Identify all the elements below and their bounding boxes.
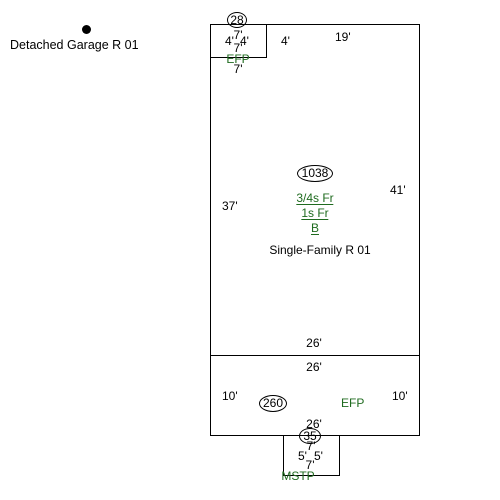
house-dim-right: 41' [390, 183, 406, 197]
garage-marker-icon [82, 25, 91, 34]
porch-top-dim-right: 4' [240, 34, 249, 48]
house-dim-top-right: 19' [335, 30, 351, 44]
house-dim-bottom: 26' [306, 336, 322, 350]
house-dim-top-left: 4' [281, 34, 290, 48]
porch-bottom-dim-left: 10' [222, 389, 238, 403]
garage-label: Detached Garage R 01 [10, 38, 139, 52]
house-area: 1038 [297, 165, 333, 182]
porch-bottom-area: 260 [259, 395, 287, 412]
porch-top-dim-left: 4' [225, 34, 234, 48]
porch-top-dim-top: 7' [233, 28, 243, 42]
porch-bottom-dim-top: 26' [306, 360, 322, 374]
porch-top-dim-bottom: 7' [233, 62, 243, 76]
house-code-upper: 3/4s Fr [296, 191, 334, 205]
steps-label: MSTP [281, 469, 315, 483]
steps-dim-top: 7' [306, 439, 316, 453]
porch-bottom-label: EFP [341, 396, 365, 410]
porch-top-area: 28 [227, 12, 247, 28]
steps-dim-left: 5' [298, 449, 307, 463]
steps-dim-right: 5' [314, 449, 323, 463]
porch-bottom-dim-right: 10' [392, 389, 408, 403]
house-code-ground: 1s Fr [301, 206, 329, 220]
porch-top-dim-inner: 7' [233, 41, 243, 55]
steps-dim-bottom: 7' [305, 458, 315, 472]
house-code-basement: B [310, 221, 320, 235]
house-label: Single-Family R 01 [269, 243, 371, 257]
house-dim-left: 37' [222, 199, 238, 213]
porch-bottom-dim-bottom: 26' [306, 417, 322, 431]
steps-area: 35 [299, 428, 321, 444]
porch-top-label: EFP [226, 52, 250, 66]
